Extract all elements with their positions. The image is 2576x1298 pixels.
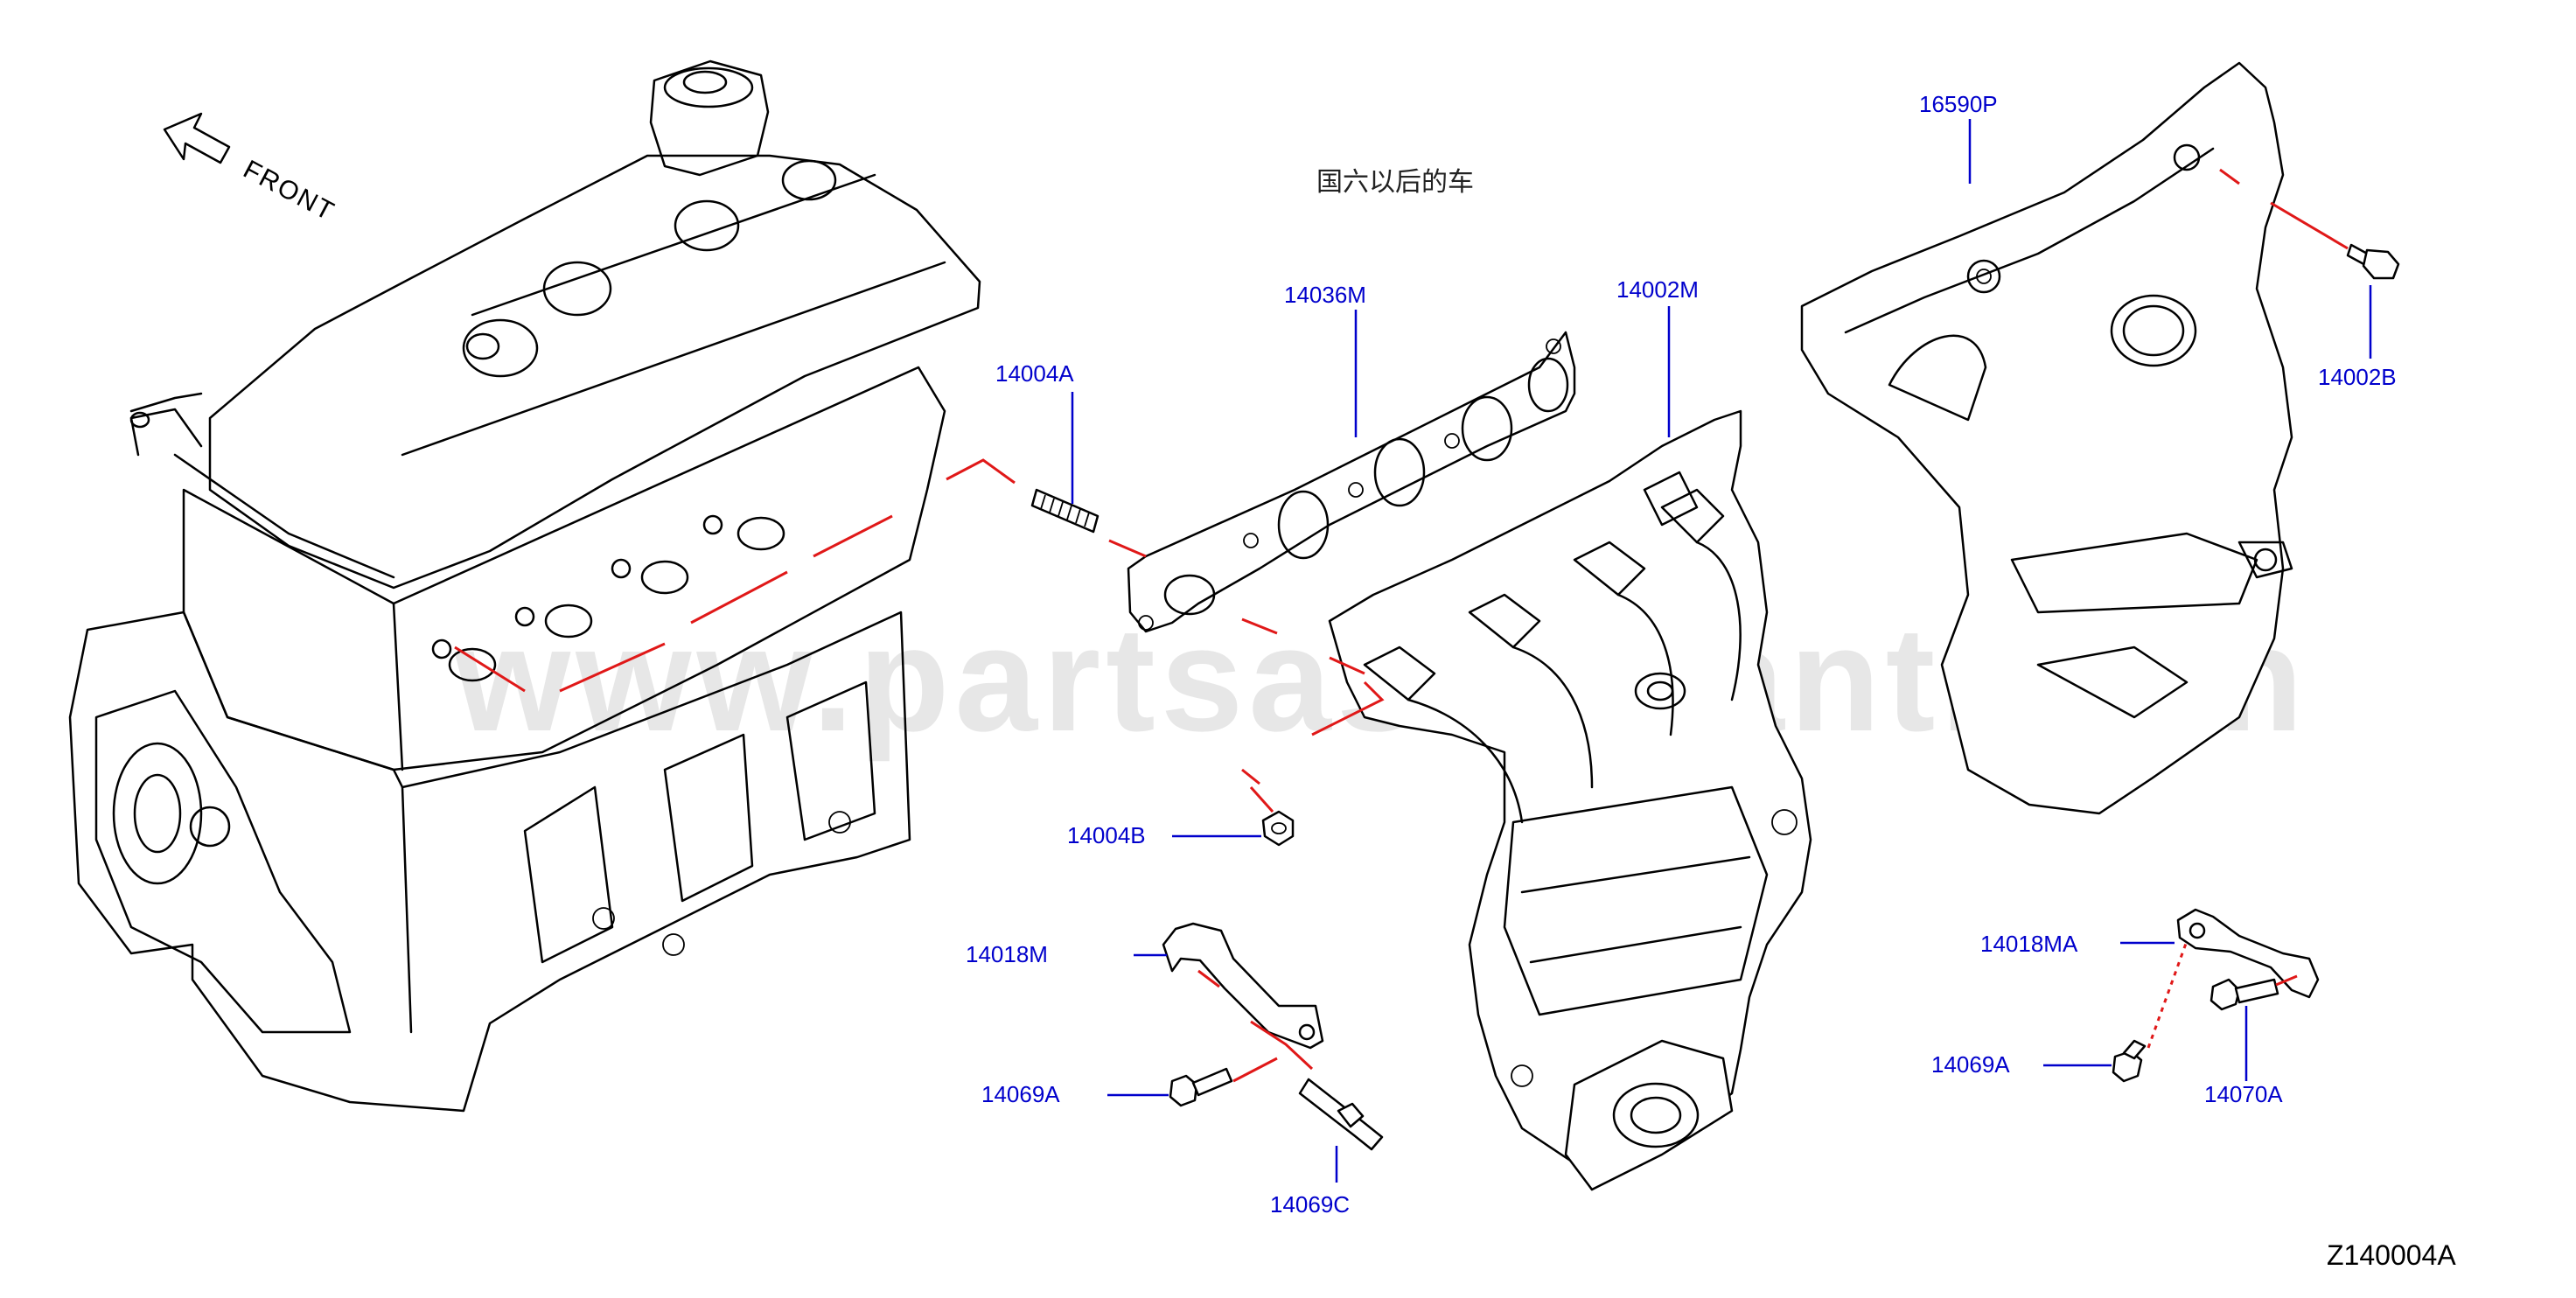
part-label-14069A-left[interactable]: 14069A (981, 1081, 1060, 1107)
manifold-stud-14004A-illustration (1030, 488, 1100, 534)
part-label-14018MA[interactable]: 14018MA (1980, 931, 2078, 957)
heat-insulator-illustration (1800, 61, 2293, 815)
front-arrow-icon (163, 112, 231, 164)
part-number-labels: 14004A 14036M 14002M 16590P 14002B 14004… (966, 91, 2397, 1218)
exhaust-manifold-gasket-illustration (1127, 331, 1576, 633)
figure-code: Z140004A (2327, 1239, 2456, 1271)
heat-insulator-bolt-illustration (2346, 243, 2400, 280)
part-label-14002B[interactable]: 14002B (2318, 364, 2397, 390)
production-note: 国六以后的车 (1316, 167, 1474, 198)
exhaust-manifold-converter-illustration (1328, 409, 1812, 1191)
part-label-14002M[interactable]: 14002M (1616, 276, 1699, 303)
manifold-bracket-14018M-illustration (1162, 922, 1324, 1050)
part-label-16590P[interactable]: 16590P (1919, 91, 1998, 117)
part-label-14070A[interactable]: 14070A (2204, 1081, 2283, 1107)
part-label-14004B[interactable]: 14004B (1067, 822, 1146, 848)
bracket-stud-14069C-illustration (1298, 1078, 1384, 1151)
leader-lines (1071, 119, 2372, 1183)
bracket-bolt-14070A-illustration (2209, 978, 2279, 1011)
part-label-14004A[interactable]: 14004A (995, 360, 1074, 387)
part-label-14069A-right[interactable]: 14069A (1931, 1051, 2010, 1078)
part-label-14036M[interactable]: 14036M (1284, 282, 1366, 308)
front-direction-label: FRONT (239, 155, 340, 227)
alignment-guide-lines (454, 168, 2349, 1083)
manifold-bracket-14018MA-illustration (2176, 908, 2320, 999)
part-label-14018M[interactable]: 14018M (966, 941, 1048, 967)
manifold-nut-14004B-illustration (1261, 810, 1295, 847)
engine-assembly-illustration (68, 59, 981, 1113)
bracket-bolt-14069A-right-illustration (2112, 1039, 2147, 1083)
bracket-bolt-14069A-left-illustration (1169, 1067, 1233, 1107)
part-label-14069C[interactable]: 14069C (1270, 1191, 1350, 1218)
